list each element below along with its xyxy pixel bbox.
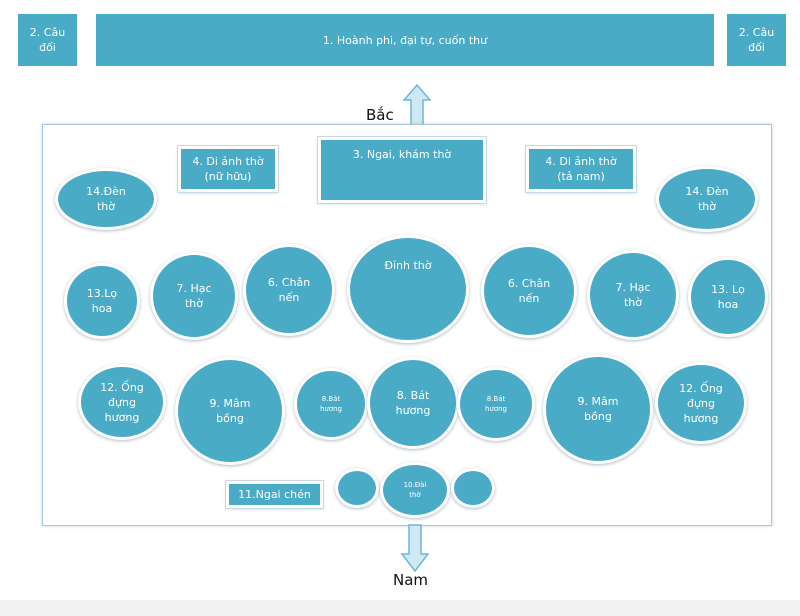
candle-left-label: 6. Chân nến [267, 276, 311, 304]
incense-holder-left-label: 12. Ống đựng hương [100, 380, 144, 424]
candle-left: 6. Chân nến [243, 244, 335, 336]
vase-left: 13.Lọ hoa [64, 263, 140, 339]
fruit-tray-left-label: 9. Mâm bồng [209, 397, 251, 425]
crane-right-label: 7. Hạc thờ [615, 281, 651, 309]
right-couplet: 2. Câu đối [727, 14, 786, 66]
offering-plate: 10.Đài thờ [380, 462, 450, 518]
offering-plate-label: 10.Đài thờ [403, 481, 427, 499]
south-arrow-icon [400, 524, 430, 573]
center-throne: 3. Ngai, khám thờ [317, 136, 487, 204]
lamp-left-label: 14.Đèn thờ [86, 185, 126, 213]
horizontal-board: 1. Hoành phi, đại tự, cuốn thư [96, 14, 714, 66]
candle-right: 6. Chân nến [481, 244, 577, 338]
incense-holder-right: 12. Ống đựng hương [655, 362, 747, 444]
portrait-left-label: 4. Di ảnh thờ (nữ hữu) [192, 155, 264, 183]
incense-holder-right-label: 12. Ống đựng hương [679, 381, 723, 425]
fruit-tray-left: 9. Mâm bồng [175, 357, 285, 465]
fruit-tray-right: 9. Mâm bồng [543, 354, 653, 464]
vase-right: 13. Lọ hoa [688, 257, 768, 337]
main-incense-bowl: 8. Bát hương [367, 357, 459, 449]
bottom-strip [0, 600, 800, 616]
small-incense-bowl-left-label: 8.Bát hương [319, 395, 343, 413]
vase-left-label: 13.Lọ hoa [86, 287, 118, 315]
crane-left: 7. Hạc thờ [150, 252, 238, 340]
south-label: Nam [393, 571, 429, 589]
offering-cup-right [451, 468, 495, 508]
portrait-right: 4. Di ảnh thờ (tả nam) [525, 145, 637, 193]
fruit-tray-right-label: 9. Mâm bồng [577, 395, 619, 423]
lamp-right: 14. Đèn thờ [656, 166, 758, 232]
main-incense-bowl-label: 8. Bát hương [395, 389, 431, 417]
small-incense-bowl-right-label: 8.Bát hương [484, 395, 508, 413]
lamp-left: 14.Đèn thờ [55, 168, 157, 230]
candle-right-label: 6. Chân nến [507, 277, 551, 305]
north-label: Bắc [366, 106, 394, 124]
crane-right: 7. Hạc thờ [587, 250, 679, 340]
cup-throne: 11.Ngai chén [225, 480, 324, 509]
center-throne-label: 3. Ngai, khám thờ [352, 148, 452, 161]
crane-left-label: 7. Hạc thờ [176, 282, 212, 310]
cauldron-label: Đỉnh thờ [384, 259, 432, 272]
small-incense-bowl-left: 8.Bát hương [294, 368, 368, 440]
north-arrow-icon [402, 83, 432, 126]
lamp-right-label: 14. Đèn thờ [685, 185, 729, 213]
vase-right-label: 13. Lọ hoa [711, 283, 745, 311]
portrait-left: 4. Di ảnh thờ (nữ hữu) [177, 145, 279, 193]
portrait-right-label: 4. Di ảnh thờ (tả nam) [545, 155, 617, 183]
cauldron: Đỉnh thờ [347, 235, 469, 343]
left-couplet-label: 2. Câu đối [29, 26, 66, 54]
horizontal-board-label: 1. Hoành phi, đại tự, cuốn thư [322, 33, 488, 47]
offering-cup-left [335, 468, 379, 508]
incense-holder-left: 12. Ống đựng hương [78, 364, 166, 440]
small-incense-bowl-right: 8.Bát hương [457, 367, 535, 441]
right-couplet-label: 2. Câu đối [738, 26, 775, 54]
cup-throne-label: 11.Ngai chén [238, 488, 311, 501]
left-couplet: 2. Câu đối [18, 14, 77, 66]
